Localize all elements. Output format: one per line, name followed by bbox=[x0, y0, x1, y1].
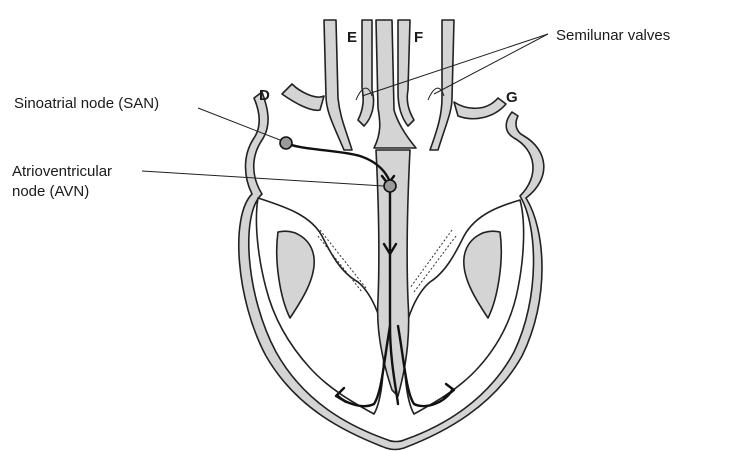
leader-avn bbox=[141, 170, 385, 187]
vessel-aorta-left bbox=[357, 19, 375, 127]
leader-semilunar-left bbox=[361, 33, 549, 97]
leader-san bbox=[197, 107, 281, 141]
right-inner-wall bbox=[463, 230, 503, 319]
bundle-branch-left bbox=[336, 324, 392, 408]
atrioventricular-node bbox=[383, 179, 397, 193]
arrow-down bbox=[382, 242, 398, 256]
vessel-right bbox=[429, 19, 455, 151]
vessel-d bbox=[281, 83, 325, 112]
left-inner-wall bbox=[275, 230, 315, 319]
san-to-avn-pathway bbox=[284, 141, 392, 184]
chordae-left bbox=[319, 229, 367, 289]
arrow-left bbox=[334, 386, 348, 404]
label-g: G bbox=[506, 89, 518, 106]
label-d: D bbox=[259, 87, 270, 104]
leader-semilunar-right bbox=[433, 33, 549, 95]
sinoatrial-node bbox=[279, 136, 293, 150]
label-avn-line1: Atrioventricular bbox=[12, 163, 112, 180]
label-semilunar-valves: Semilunar valves bbox=[556, 27, 670, 44]
vessel-e bbox=[323, 19, 353, 151]
vessel-g bbox=[453, 97, 507, 120]
label-f: F bbox=[414, 29, 423, 46]
bundle-branch-right bbox=[396, 324, 454, 408]
arrow-right bbox=[442, 382, 456, 400]
semilunar-valve-right bbox=[427, 87, 445, 101]
label-avn-line2: node (AVN) bbox=[12, 183, 89, 200]
right-side-chamber bbox=[403, 199, 525, 415]
vessel-f bbox=[373, 19, 417, 149]
heart-wall bbox=[238, 91, 545, 451]
vessel-aorta-right bbox=[397, 19, 415, 127]
label-san: Sinoatrial node (SAN) bbox=[14, 95, 159, 112]
label-e: E bbox=[347, 29, 357, 46]
